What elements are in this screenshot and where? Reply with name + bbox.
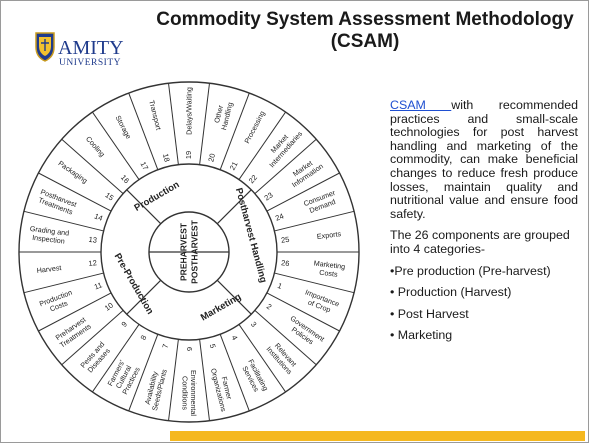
intro-text: with recommended practices and small-sca… (390, 98, 578, 221)
component-number: 26 (281, 258, 290, 268)
slide-title: Commodity System Assessment Methodology … (150, 9, 580, 53)
component-divider (266, 172, 340, 212)
category-item: •Pre production (Pre-harvest) (390, 263, 551, 278)
content-text: CSAM with recommended practices and smal… (390, 98, 578, 351)
component-number: 7 (160, 343, 170, 349)
component-divider (92, 324, 140, 393)
component-number: 11 (93, 280, 103, 291)
logo-wordmark: AMITY (58, 37, 124, 59)
title-line-1: Commodity System Assessment Methodology (156, 9, 574, 30)
component-divider (168, 83, 179, 165)
component-number: 17 (138, 160, 150, 172)
component-divider (38, 172, 112, 212)
component-label: MarketingCosts (312, 258, 345, 279)
component-divider (274, 272, 355, 294)
crest-icon (35, 32, 55, 62)
intro-paragraph: CSAM with recommended practices and smal… (390, 98, 578, 221)
center-label-postharvest: POSTHARVEST (189, 219, 199, 283)
component-number: 6 (185, 347, 194, 351)
component-divider (274, 210, 355, 232)
component-number: 2 (265, 302, 274, 312)
component-label: Harvest (36, 263, 62, 275)
csam-link[interactable]: CSAM (390, 98, 452, 112)
component-divider (128, 92, 159, 170)
component-number: 20 (206, 153, 217, 163)
component-divider (199, 339, 210, 421)
component-number: 10 (103, 301, 115, 313)
component-divider (61, 138, 124, 195)
component-number: 5 (208, 343, 218, 349)
amity-university-logo: AMITY UNIVERSITY (35, 32, 124, 68)
component-number: 18 (161, 153, 172, 163)
component-divider (92, 111, 140, 180)
component-divider (38, 292, 112, 332)
component-number: 3 (249, 320, 259, 329)
component-divider (23, 272, 104, 294)
component-divider (238, 111, 286, 180)
component-divider (219, 334, 250, 412)
component-label: Exports (316, 229, 342, 241)
grouping-paragraph: The 26 components are grouped into 4 cat… (390, 228, 570, 256)
component-divider (254, 309, 317, 366)
wheel-component: 26 MarketingCosts (281, 258, 346, 279)
component-label: Grading andInspection (28, 224, 69, 246)
component-number: 12 (88, 258, 97, 268)
component-number: 25 (281, 235, 290, 245)
component-divider (238, 324, 286, 393)
component-divider (23, 210, 104, 232)
component-divider (128, 334, 159, 412)
component-number: 21 (228, 160, 240, 172)
component-divider (61, 309, 124, 366)
category-divider (216, 189, 252, 225)
title-line-2: (CSAM) (330, 31, 400, 52)
component-label: EnvironmentalConditions (180, 370, 198, 416)
component-divider (266, 292, 340, 332)
category-item: • Post Harvest (390, 306, 469, 321)
component-number: 14 (93, 211, 104, 222)
center-label-preharvest: PREHARVEST (178, 222, 188, 281)
component-divider (254, 138, 317, 195)
component-number: 8 (139, 334, 149, 342)
category-divider (126, 189, 162, 225)
component-number: 9 (120, 320, 130, 329)
component-number: 13 (88, 235, 97, 245)
component-divider (199, 83, 210, 165)
component-number: 15 (103, 190, 115, 202)
component-label: Delays/Waiting (185, 87, 194, 135)
component-divider (219, 92, 250, 170)
accent-bar (170, 431, 585, 441)
wheel-component: 19 Delays/Waiting (184, 87, 194, 159)
component-number: 23 (263, 190, 275, 202)
component-number: 19 (184, 151, 193, 159)
category-item: • Production (Harvest) (390, 285, 512, 300)
logo-subtitle: UNIVERSITY (59, 58, 121, 68)
category-divider (126, 279, 162, 315)
wheel-component: 13 Grading andInspection (28, 224, 97, 246)
component-number: 24 (274, 211, 285, 222)
wheel-component: 25 Exports (281, 229, 342, 245)
category-divider (216, 279, 252, 315)
component-number: 4 (230, 334, 240, 342)
component-divider (168, 339, 179, 421)
category-item: • Marketing (390, 328, 453, 343)
component-number: 1 (276, 281, 283, 291)
